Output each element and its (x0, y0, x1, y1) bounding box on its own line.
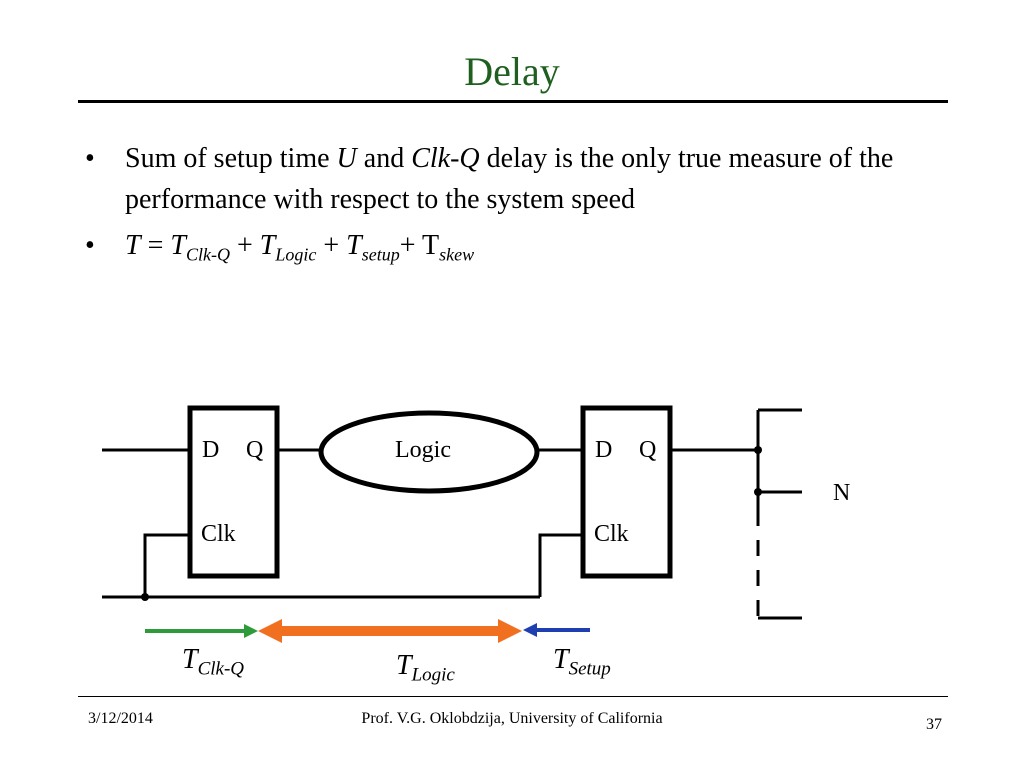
t-logic-sub: Logic (411, 664, 455, 686)
eq-sub-logic: Logic (275, 244, 317, 265)
eq-t: T (125, 230, 141, 261)
ff2-clk-label: Clk (594, 521, 629, 547)
bullet-text: Sum of setup time (125, 143, 337, 174)
t-setup-sub: Setup (568, 658, 611, 680)
logic-arrow-head-right (498, 619, 522, 643)
flip-flop-2 (580, 405, 673, 579)
t-symbol: T (396, 650, 412, 681)
logic-block (318, 410, 540, 494)
equation: T = TClk-Q + TLogic + Tsetup+ Tskew (125, 230, 474, 264)
eq-plus: + (399, 230, 423, 261)
eq-plus: + (229, 230, 260, 261)
title-divider (78, 100, 948, 103)
ff1-d-label: D (202, 437, 220, 463)
fanout-n-label: N (833, 480, 851, 506)
t-symbol: T (182, 644, 198, 675)
clk1-wire (143, 533, 190, 597)
eq-plus: + (316, 230, 347, 261)
ff2-d-label: D (595, 437, 613, 463)
eq-sub-setup: setup (361, 244, 400, 265)
bullet-text: delay is the only true measure of the pe… (125, 143, 894, 215)
ff1-q-label: Q (246, 437, 264, 463)
eq-sub-skew: skew (439, 244, 475, 265)
logic-arrow-head-left (258, 619, 282, 643)
eq-t-clkq: T (170, 230, 186, 261)
flip-flop-1 (187, 405, 280, 579)
footer-author: Prof. V.G. Oklobdzija, University of Cal… (361, 710, 663, 727)
t-clkq-label: TClk-Q (182, 644, 244, 679)
t-setup-label: TSetup (553, 644, 611, 679)
t-symbol: T (553, 644, 569, 675)
slide-title: Delay (464, 49, 560, 94)
eq-t-setup: T (346, 230, 362, 261)
logic-label: Logic (395, 437, 451, 463)
bullet-text: and (356, 143, 412, 174)
footer-page-number: 37 (926, 716, 942, 733)
footer-date: 3/12/2014 (88, 710, 153, 727)
eq-t-logic: T (259, 230, 276, 261)
bullet-list: • Sum of setup time U and Clk-Q delay is… (85, 138, 915, 266)
t-logic-label: TLogic (396, 650, 455, 685)
setup-time-symbol: U (336, 143, 357, 174)
bullet-marker: • (85, 143, 95, 174)
bullet-item-1: • Sum of setup time U and Clk-Q delay is… (85, 138, 915, 220)
fanout-junction (754, 446, 762, 454)
ff1-clk-label: Clk (201, 521, 236, 547)
bullet-marker: • (85, 230, 95, 261)
ff2-q-label: Q (639, 437, 657, 463)
eq-sign: = (140, 230, 171, 261)
eq-t-skew: T (422, 230, 440, 261)
footer-divider (78, 696, 948, 697)
clk-q-term: Clk-Q (411, 143, 480, 174)
eq-sub-clkq: Clk-Q (185, 244, 230, 265)
clk2-wire (538, 533, 583, 597)
bullet-item-2: • T = TClk-Q + TLogic + Tsetup+ Tskew (85, 225, 915, 266)
clock-junction (141, 593, 149, 601)
clkq-arrow-head (244, 624, 258, 638)
fanout-junction (754, 488, 762, 496)
t-clkq-sub: Clk-Q (197, 658, 245, 680)
setup-arrow-head (523, 623, 537, 637)
